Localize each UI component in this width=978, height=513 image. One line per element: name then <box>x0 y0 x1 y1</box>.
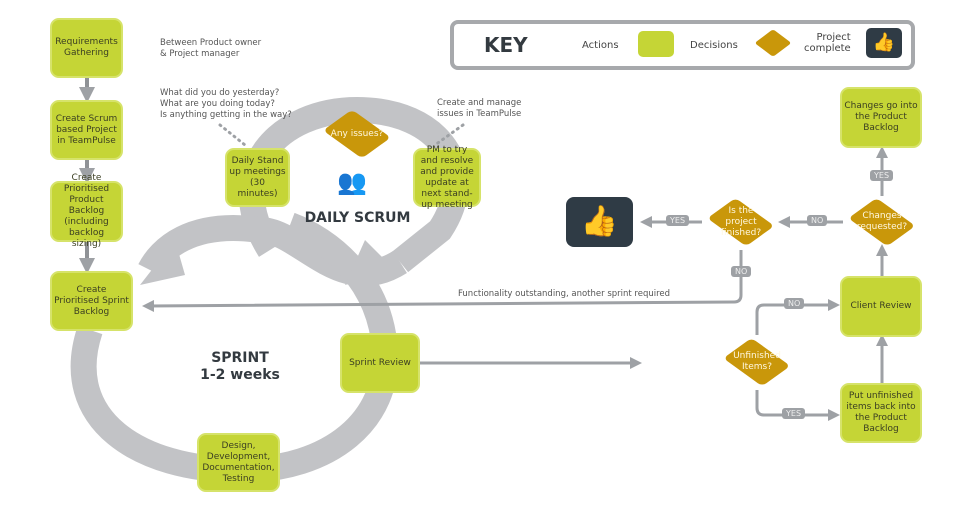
standup-box: Daily Stand up meetings (30 minutes) <box>225 148 290 207</box>
key-legend: KEY Actions Decisions Project complete 👍 <box>450 20 915 70</box>
no-tag-finished: NO <box>731 266 752 277</box>
project-finished-label: Is the project finished? <box>720 205 762 238</box>
loop-arrowhead-right <box>345 240 395 285</box>
unfinished-items-label: Unfinished Items? <box>733 351 781 372</box>
create-scrum-project-box: Create Scrum based Project in TeamPulse <box>50 100 123 160</box>
key-decision-swatch <box>754 29 792 57</box>
pm-resolve-box: PM to try and resolve and provide update… <box>413 145 481 210</box>
sprint-backlog-box: Create Prioritised Sprint Backlog <box>50 271 133 331</box>
note-questions: What did you do yesterday? What are you … <box>160 88 292 120</box>
any-issues-decision: Any issues? <box>318 105 396 163</box>
any-issues-label: Any issues? <box>330 128 384 139</box>
project-finished-decision: Is the project finished? <box>702 194 780 250</box>
changes-into-backlog-box: Changes go into the Product Backlog <box>840 87 922 148</box>
daily-scrum-title: DAILY SCRUM <box>304 210 411 226</box>
unfinished-items-decision: Unfinished Items? <box>718 334 796 390</box>
no-tag-changes: NO <box>807 215 828 226</box>
key-title: KEY <box>484 33 528 57</box>
sprint-title: SPRINT 1-2 weeks <box>200 350 280 383</box>
thumbs-up-icon: 👍 <box>866 28 902 58</box>
project-complete-thumbs-up-icon: 👍 <box>566 197 633 247</box>
sprint-review-box: Sprint Review <box>340 333 420 393</box>
note-manage: Create and manage issues in TeamPulse <box>437 98 522 119</box>
key-decisions-label: Decisions <box>690 40 738 51</box>
dots <box>218 123 465 147</box>
client-review-box: Client Review <box>840 276 922 337</box>
loop-arrowhead-left <box>140 240 185 285</box>
design-development-box: Design, Development, Documentation, Test… <box>197 433 280 492</box>
key-actions-label: Actions <box>582 40 619 51</box>
team-people-icon: 👥 <box>337 168 367 196</box>
key-action-swatch <box>638 31 674 57</box>
yes-tag-unfinished: YES <box>782 408 806 419</box>
yes-tag-changes: YES <box>870 170 894 181</box>
changes-requested-label: Changes requested? <box>856 211 908 232</box>
requirements-gathering-box: Requirements Gathering <box>50 18 123 78</box>
note-functionality: Functionality outstanding, another sprin… <box>458 289 671 299</box>
yes-tag-finished: YES <box>666 215 690 226</box>
flow-arrows <box>142 146 888 421</box>
no-tag-unfinished: NO <box>784 298 805 309</box>
changes-requested-decision: Changes requested? <box>843 194 921 250</box>
put-unfinished-box: Put unfinished items back into the Produ… <box>840 383 922 443</box>
product-backlog-box: Create Prioritised Product Backlog (incl… <box>50 173 123 249</box>
key-complete-label: Project complete <box>804 32 851 54</box>
note-between: Between Product owner & Project manager <box>160 38 262 59</box>
